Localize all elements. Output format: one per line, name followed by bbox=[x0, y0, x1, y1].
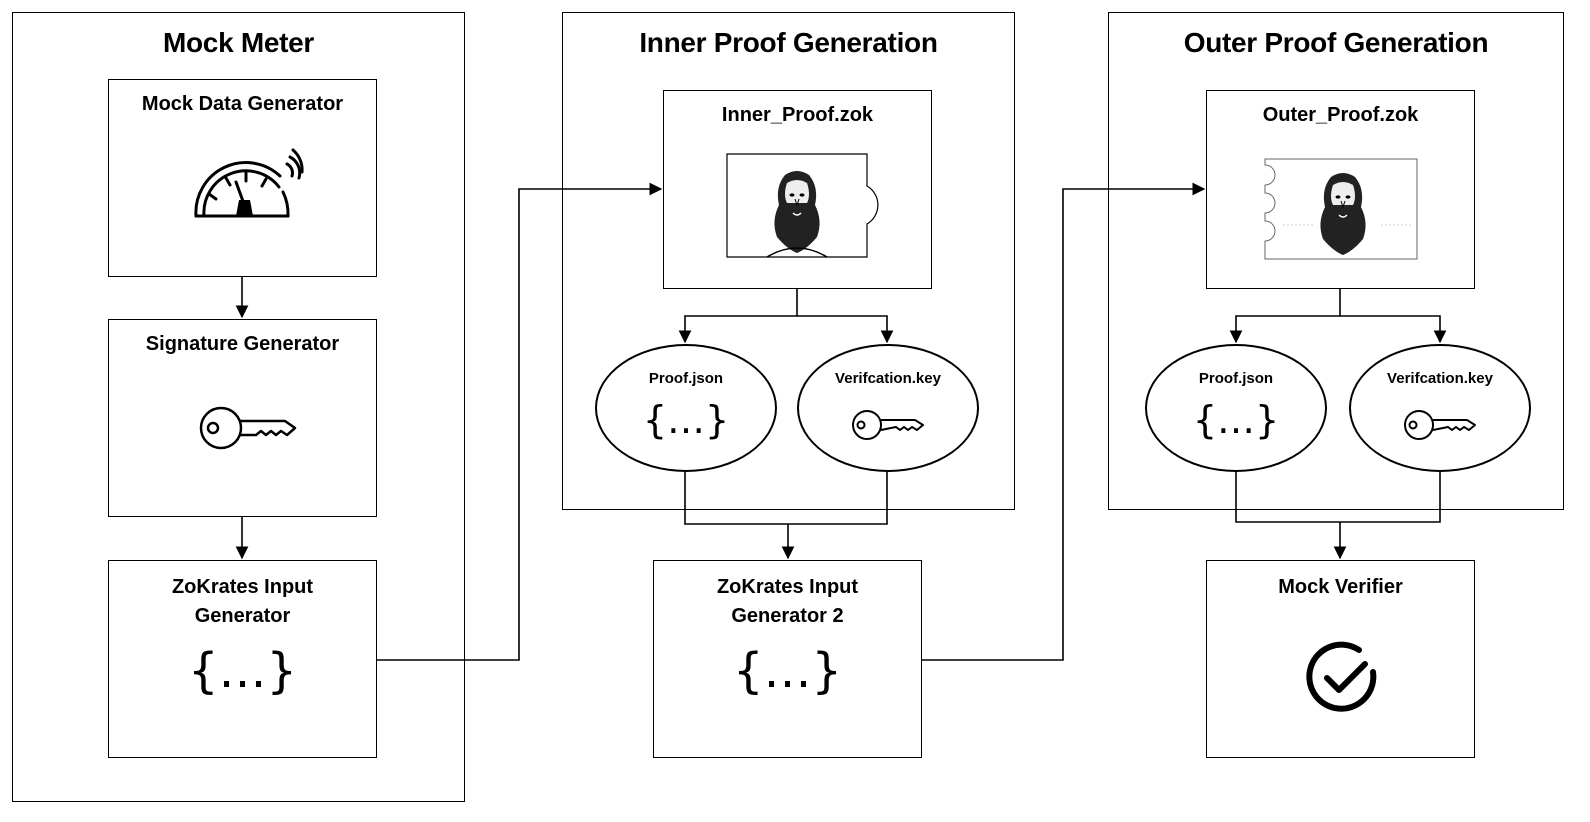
key-icon bbox=[199, 406, 297, 450]
inner-verification-key-node: Verifcation.key bbox=[797, 344, 979, 472]
inner-proof-generation-title: Inner Proof Generation bbox=[639, 27, 938, 58]
outer-proof-zok-label: Outer_Proof.zok bbox=[1262, 104, 1419, 126]
socrates-portrait-icon bbox=[766, 171, 828, 258]
zokrates-input-generator-line-2: Generator bbox=[194, 605, 291, 627]
json-braces-icon: {…} bbox=[187, 643, 298, 699]
zokrates-input-generator-line-1: ZoKrates Input bbox=[171, 576, 314, 598]
mock-data-generator-box: Mock Data Generator bbox=[108, 79, 377, 277]
json-braces-icon: {…} bbox=[1192, 398, 1280, 442]
connector-outer-proof-split bbox=[1229, 289, 1341, 344]
mock-meter-title: Mock Meter bbox=[162, 27, 315, 58]
outer-verification-key-node: Verifcation.key bbox=[1349, 344, 1531, 472]
inner-proof-zok-label: Inner_Proof.zok bbox=[721, 104, 874, 126]
inner-proof-json-label: Proof.json bbox=[648, 370, 724, 387]
zokrates-input-generator-2-label: ZoKrates Input Generator 2 bbox=[654, 573, 921, 631]
arrow-outer-proof-to-verification-key bbox=[1340, 315, 1447, 344]
checkmark-circle-icon bbox=[1306, 641, 1377, 712]
key-icon bbox=[1404, 410, 1476, 440]
zokrates-input-generator-box: ZoKrates Input Generator {…} bbox=[108, 560, 377, 758]
mock-verifier-box: Mock Verifier bbox=[1206, 560, 1475, 758]
json-braces-icon: {…} bbox=[732, 643, 843, 699]
outer-proof-json-label: Proof.json bbox=[1198, 370, 1274, 387]
mock-data-generator-label: Mock Data Generator bbox=[141, 93, 344, 115]
key-icon bbox=[852, 410, 924, 440]
arrow-inner-proof-to-verification-key bbox=[797, 315, 894, 344]
puzzle-piece-icon bbox=[1264, 158, 1418, 260]
inner-proof-zok-box: Inner_Proof.zok bbox=[663, 90, 932, 289]
outer-proof-json-node: Proof.json {…} bbox=[1145, 344, 1327, 472]
outer-proof-generation-title: Outer Proof Generation bbox=[1183, 27, 1489, 58]
socrates-portrait-icon bbox=[1320, 173, 1366, 255]
mock-verifier-label: Mock Verifier bbox=[1278, 576, 1403, 598]
inner-proof-json-node: Proof.json {…} bbox=[595, 344, 777, 472]
zokrates-input-generator-label: ZoKrates Input Generator bbox=[109, 573, 376, 631]
signature-generator-box: Signature Generator bbox=[108, 319, 377, 517]
connector-outer-join bbox=[1235, 472, 1441, 523]
connector-inner-proof-split bbox=[678, 289, 798, 344]
arrow-zokrates-input-to-inner-proof bbox=[377, 182, 663, 661]
connector-inner-join bbox=[684, 472, 888, 525]
arrow-zokrates-input-2-to-outer-proof bbox=[922, 182, 1206, 661]
outer-verification-key-label: Verifcation.key bbox=[1387, 370, 1493, 387]
zokrates-input-generator-2-line-1: ZoKrates Input bbox=[716, 576, 859, 598]
json-braces-icon: {…} bbox=[642, 398, 730, 442]
signature-generator-label: Signature Generator bbox=[145, 333, 340, 355]
zokrates-input-generator-2-box: ZoKrates Input Generator 2 {…} bbox=[653, 560, 922, 758]
speedometer-icon bbox=[194, 148, 304, 218]
inner-verification-key-label: Verifcation.key bbox=[835, 370, 941, 387]
zokrates-input-generator-2-line-2: Generator 2 bbox=[731, 605, 844, 627]
puzzle-piece-icon bbox=[726, 153, 879, 258]
outer-proof-zok-box: Outer_Proof.zok bbox=[1206, 90, 1475, 289]
